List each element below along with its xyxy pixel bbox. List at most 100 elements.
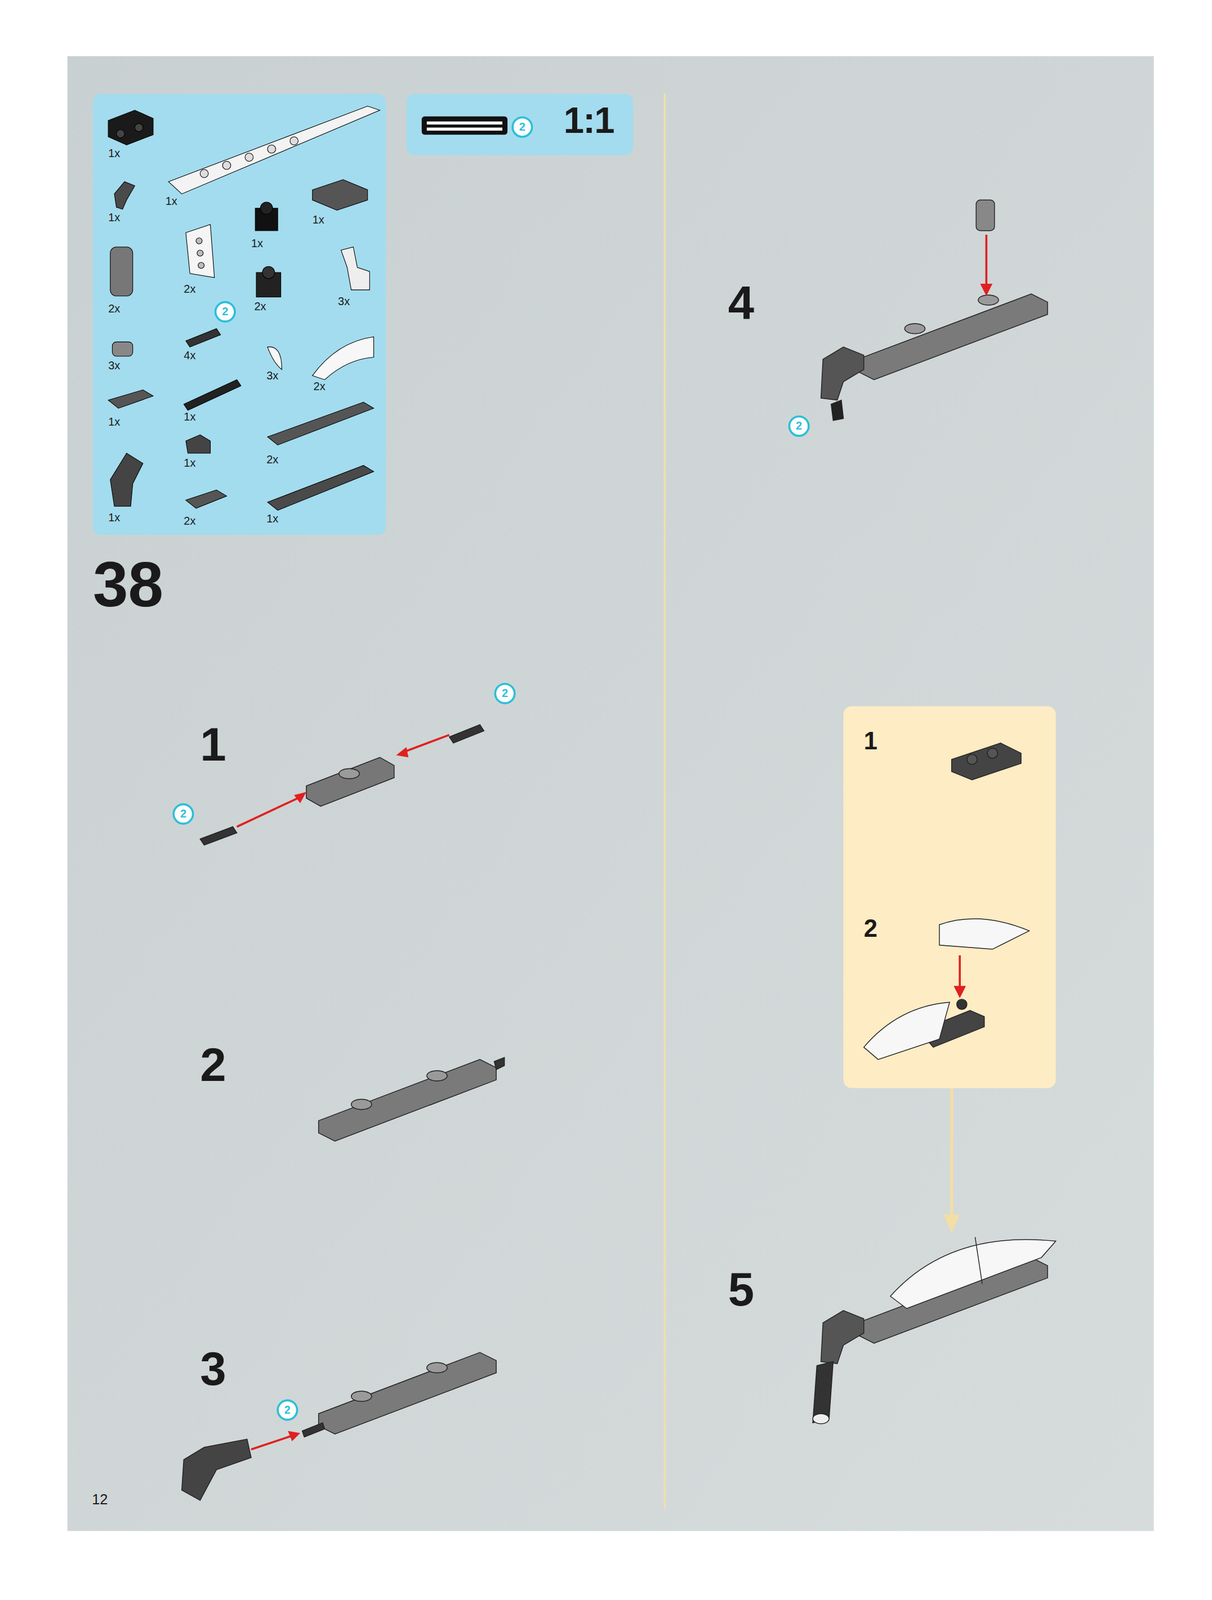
illustration-shape (293, 792, 307, 804)
illustration-shape (312, 179, 368, 211)
callout-circle: 2 (493, 683, 516, 705)
part-count: 1x (108, 512, 120, 524)
illustration-shape (395, 747, 409, 758)
illustration-shape (199, 724, 484, 846)
page-number: 12 (91, 1493, 108, 1508)
illustration-shape (341, 247, 371, 291)
illustration-shape (950, 1088, 953, 1226)
illustration-shape (351, 1391, 372, 1402)
part-count: 1x (183, 411, 196, 423)
sub-step-number: 4 (728, 279, 755, 327)
illustration-shape (199, 169, 209, 178)
illustration-shape (812, 1237, 1056, 1425)
illustration-shape (267, 465, 374, 511)
illustration-shape (244, 153, 254, 162)
illustration-shape (843, 706, 1056, 1089)
parts-list-panel: 1x1x1x1x1x2x2x2x3x3x4x3x2x1x1x1x2x1x2x1x… (92, 94, 386, 536)
illustration-shape (306, 757, 395, 807)
scale-label: 1:1 (563, 101, 614, 139)
sub-step-number: 2 (863, 916, 878, 942)
part-count: 2x (266, 454, 279, 466)
illustration-shape (956, 999, 968, 1010)
illustration-shape (318, 1352, 497, 1435)
callout-circle: 2 (214, 301, 236, 323)
callout-number: 2 (795, 420, 802, 432)
illustration-shape (967, 754, 978, 765)
illustration-shape (831, 400, 844, 421)
callout-number: 2 (284, 1405, 291, 1417)
part-count: 1x (165, 195, 178, 208)
illustration-shape (251, 1435, 294, 1450)
illustration-shape (108, 110, 154, 146)
illustration-shape (287, 1431, 301, 1442)
illustration-shape (185, 434, 211, 454)
illustration-shape (267, 144, 276, 154)
illustration-shape (426, 1362, 448, 1374)
part-count: 1x (108, 416, 120, 429)
part-count: 1x (266, 513, 279, 525)
illustration-shape (421, 116, 508, 136)
illustration-shape (953, 986, 966, 999)
illustration-shape (493, 1057, 505, 1071)
illustration-shape (978, 295, 999, 306)
illustration-shape (976, 199, 995, 231)
sub-step-number: 5 (728, 1266, 755, 1313)
illustration-shape (426, 1071, 448, 1082)
illustration-shape (267, 346, 282, 370)
sub-step-number: 2 (199, 1041, 226, 1089)
illustration-shape (168, 106, 380, 195)
illustration-shape (260, 202, 273, 215)
step-number: 38 (92, 553, 164, 617)
illustration-shape (351, 1099, 372, 1111)
scale-panel: 1:1 2 (406, 94, 634, 156)
part-count: 2x (183, 515, 196, 528)
illustration-shape (198, 262, 205, 269)
illustration-shape (222, 161, 231, 170)
illustration-shape (821, 346, 864, 400)
illustration-shape (181, 1439, 252, 1501)
illustration-shape (237, 796, 303, 827)
illustration-shape (110, 453, 144, 507)
callout-number: 2 (180, 808, 187, 821)
illustration-shape (979, 283, 993, 297)
part-count: 2x (183, 283, 196, 296)
illustration-shape (904, 323, 925, 334)
callout-number: 2 (221, 306, 229, 318)
illustration-shape (197, 250, 204, 257)
illustration-shape (318, 1057, 505, 1142)
illustration-shape (185, 224, 215, 278)
illustration-shape (312, 336, 374, 380)
illustration-shape (857, 293, 1048, 380)
illustration-shape (821, 1311, 864, 1365)
illustration-shape (943, 1214, 960, 1234)
part-count: 1x (183, 457, 196, 469)
submodel-panel: 12 (843, 706, 1056, 1089)
illustration-shape (987, 748, 998, 759)
part-count: 3x (108, 360, 120, 372)
illustration-shape (958, 955, 961, 991)
part-count: 3x (266, 370, 279, 382)
illustration-shape (863, 1002, 950, 1060)
part-count: 4x (183, 350, 196, 362)
illustration-shape (426, 127, 503, 131)
illustration-shape (318, 1059, 497, 1142)
illustration-shape (185, 489, 227, 509)
illustration-shape (181, 1352, 497, 1501)
illustration-shape (92, 94, 386, 536)
callout-circle: 2 (511, 116, 533, 138)
illustration-shape (449, 724, 485, 744)
illustration-shape (108, 106, 380, 511)
part-count: 1x (108, 212, 120, 224)
part-count: 2x (108, 303, 120, 315)
callout-number: 2 (519, 121, 526, 133)
illustration-shape (108, 390, 154, 409)
illustration-shape (185, 328, 221, 348)
illustration-shape (67, 56, 1154, 1532)
illustration-shape (339, 768, 360, 779)
part-count: 1x (108, 148, 120, 160)
illustration-shape (663, 94, 666, 1510)
callout-circle: 2 (276, 1400, 298, 1422)
illustration-shape (116, 129, 126, 138)
illustration-shape (195, 237, 203, 244)
